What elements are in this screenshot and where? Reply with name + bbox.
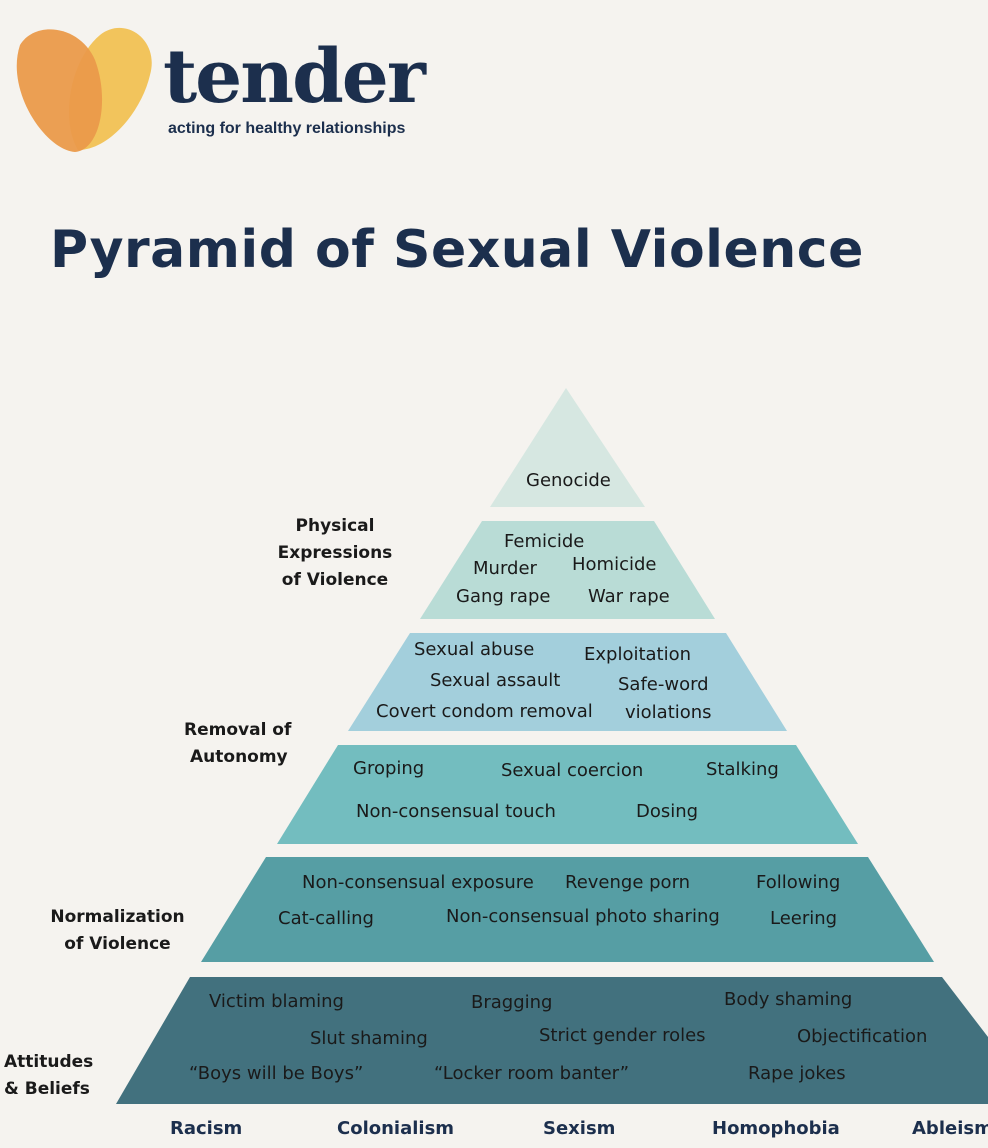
tier-6-item: Slut shaming xyxy=(310,1028,428,1049)
page-title: Pyramid of Sexual Violence xyxy=(50,220,864,280)
tier-6-attitudes xyxy=(116,977,988,1104)
tier-2-item: Murder xyxy=(473,558,537,579)
base-label-homophobia: Homophobia xyxy=(712,1118,840,1139)
tier-6-item: “Boys will be Boys” xyxy=(189,1063,364,1084)
tier-6-item: Bragging xyxy=(471,992,553,1013)
category-line: Expressions xyxy=(277,543,393,563)
tier-3-item: Sexual abuse xyxy=(414,639,535,660)
tier-5-normalization xyxy=(201,857,934,962)
base-label-ableism: Ableism xyxy=(912,1118,988,1139)
category-attitudes-beliefs: Attitudes & Beliefs xyxy=(4,1049,104,1103)
tier-3-item: Exploitation xyxy=(584,644,692,665)
brand-tagline: acting for healthy relationships xyxy=(168,120,406,137)
tier-4-coercion xyxy=(277,745,858,844)
category-line: of Violence xyxy=(281,570,389,590)
tier-2-item: Femicide xyxy=(504,531,585,552)
tier-5-item: Following xyxy=(756,872,841,893)
category-line: Normalization xyxy=(50,907,185,927)
tier-4-item: Non-consensual touch xyxy=(356,801,556,822)
tier-6-item: Strict gender roles xyxy=(539,1025,706,1046)
category-line: Removal of xyxy=(184,720,292,740)
base-label-racism: Racism xyxy=(170,1118,243,1139)
tier-3-item: Safe-word xyxy=(618,674,709,695)
category-line: & Beliefs xyxy=(4,1079,90,1099)
tier-5-item: Non-consensual exposure xyxy=(302,872,534,893)
tier-6-item: Rape jokes xyxy=(748,1063,846,1084)
tier-3-item: Covert condom removal xyxy=(376,701,593,722)
tier-4-item: Stalking xyxy=(706,759,779,780)
category-line: Attitudes xyxy=(4,1052,94,1072)
base-label-sexism: Sexism xyxy=(543,1118,616,1139)
tier-3-assault xyxy=(348,633,787,731)
tier-5-item: Leering xyxy=(770,908,838,929)
tier-2-lethal xyxy=(420,521,715,619)
tier-2-item: War rape xyxy=(588,586,670,607)
brand-name: tender xyxy=(163,34,426,120)
tier-3-item: violations xyxy=(625,702,712,723)
tier-6-item: “Locker room banter” xyxy=(434,1063,630,1084)
tier-6-item: Victim blaming xyxy=(209,991,344,1012)
tier-5-item: Revenge porn xyxy=(565,872,691,893)
tier-1-genocide xyxy=(490,388,645,507)
tier-4-item: Sexual coercion xyxy=(501,760,644,781)
category-normalization: Normalization of Violence xyxy=(45,904,190,958)
tender-logo-icon xyxy=(16,27,152,152)
tier-3-item: Sexual assault xyxy=(430,670,561,691)
category-line: Physical xyxy=(295,516,375,536)
tier-6-item: Body shaming xyxy=(724,989,853,1010)
tier-2-item: Gang rape xyxy=(456,586,551,607)
tier-4-item: Groping xyxy=(353,758,425,779)
tier-1-item: Genocide xyxy=(526,470,611,491)
base-label-colonialism: Colonialism xyxy=(337,1118,455,1139)
tier-2-item: Homicide xyxy=(572,554,657,575)
tier-4-item: Dosing xyxy=(636,801,699,822)
tier-5-item: Non-consensual photo sharing xyxy=(446,906,720,927)
category-line: Autonomy xyxy=(190,747,288,767)
category-removal-of-autonomy: Removal of Autonomy xyxy=(184,717,304,771)
logo-orange-shape xyxy=(16,29,103,152)
category-line: of Violence xyxy=(64,934,171,954)
category-physical-expressions: Physical Expressions of Violence xyxy=(270,513,400,594)
tier-6-item: Objectification xyxy=(797,1026,928,1047)
tier-5-item: Cat-calling xyxy=(278,908,374,929)
